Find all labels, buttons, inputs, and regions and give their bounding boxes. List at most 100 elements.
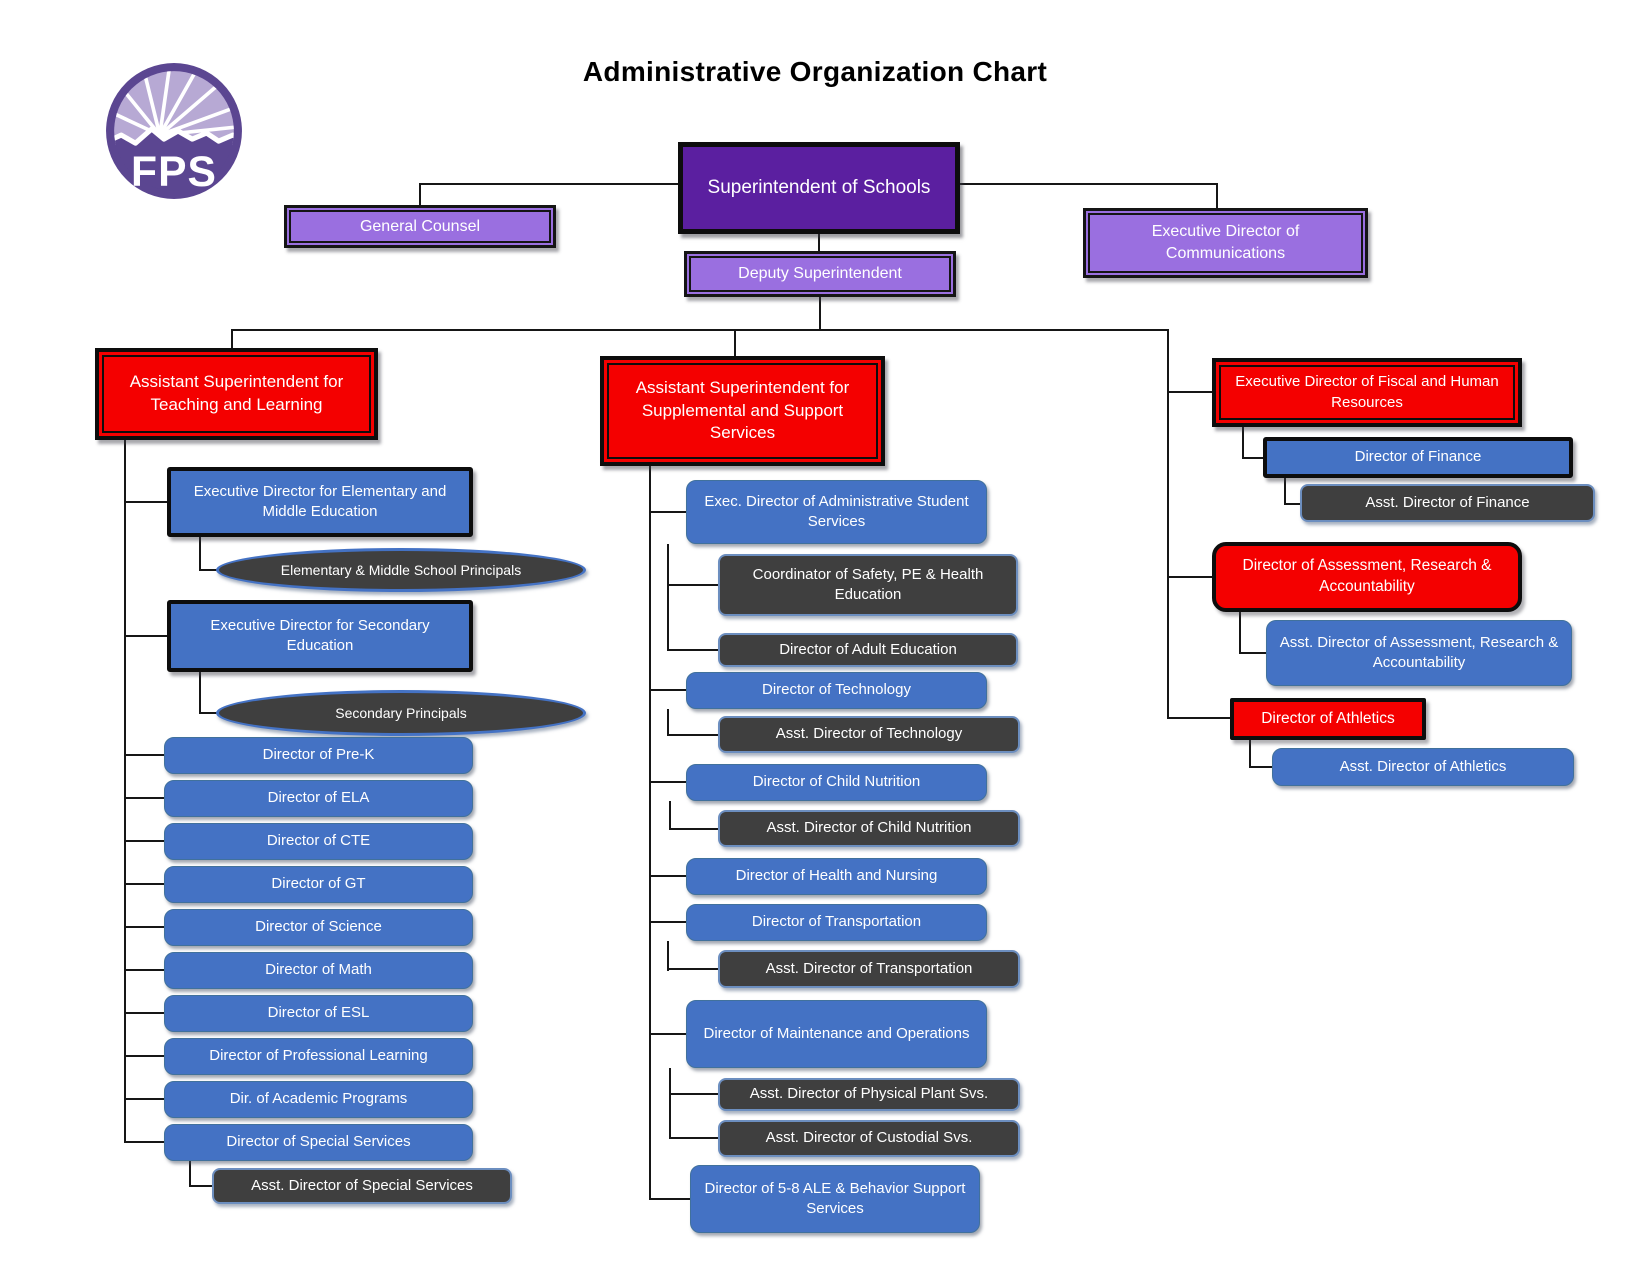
node-director-ela: Director of ELA [164,780,473,817]
node-general-counsel: General Counsel [284,205,556,248]
node-asst-director-technology: Asst. Director of Technology [718,716,1020,753]
connector-line [125,969,164,971]
connector-line [125,840,164,842]
connector-line [1249,766,1272,768]
node-exec-director-administrative-student-services: Exec. Director of Administrative Student… [686,480,987,544]
node-asst-director-child-nutrition: Asst. Director of Child Nutrition [718,810,1020,847]
connector-line [189,1161,191,1187]
node-director-esl: Director of ESL [164,995,473,1032]
node-secondary-principals: Secondary Principals [216,690,586,736]
logo-text: FPS [131,148,217,196]
node-director-science: Director of Science [164,909,473,946]
node-director-adult-education: Director of Adult Education [718,633,1018,667]
node-asst-director-physical-plant: Asst. Director of Physical Plant Svs. [718,1078,1020,1111]
node-asst-director-special-services: Asst. Director of Special Services [212,1168,512,1204]
connector-line [125,635,167,637]
connector-line [124,440,126,1143]
connector-line [125,1012,164,1014]
node-director-assessment-research-accountability: Director of Assessment, Research & Accou… [1212,542,1522,612]
connector-line [125,1141,164,1143]
node-asst-director-assessment-research-accountability: Asst. Director of Assessment, Research &… [1266,620,1572,686]
node-director-athletics: Director of Athletics [1230,698,1426,740]
connector-line [649,1033,686,1035]
connector-line [1168,391,1212,393]
connector-line [649,921,686,923]
node-director-academic-programs: Dir. of Academic Programs [164,1081,473,1118]
page-title: Administrative Organization Chart [582,56,1048,87]
connector-line [667,544,669,651]
connector-line [669,1093,718,1095]
node-director-professional-learning: Director of Professional Learning [164,1038,473,1075]
node-asst-director-transportation: Asst. Director of Transportation [718,950,1020,988]
node-director-pre-k: Director of Pre-K [164,737,473,774]
node-director-math: Director of Math [164,952,473,989]
node-exec-director-fiscal-human-resources: Executive Director of Fiscal and Human R… [1212,358,1522,427]
node-asst-superintendent-teaching-learning: Assistant Superintendent for Teaching an… [95,348,378,440]
connector-line [667,941,669,971]
node-director-5-8-ale-behavior: Director of 5-8 ALE & Behavior Support S… [690,1165,980,1233]
connector-line [669,801,671,830]
connector-line [199,672,201,714]
connector-line [199,537,201,571]
node-director-health-nursing: Director of Health and Nursing [686,858,987,895]
connector-line [818,234,820,251]
node-director-child-nutrition: Director of Child Nutrition [686,764,987,801]
connector-line [199,569,217,571]
connector-line [667,709,669,736]
connector-line [1216,183,1218,208]
connector-line [125,1055,164,1057]
connector-line [734,329,736,356]
node-asst-director-custodial: Asst. Director of Custodial Svs. [718,1120,1020,1157]
connector-line [649,689,686,691]
node-exec-director-secondary: Executive Director for Secondary Educati… [167,600,473,672]
node-asst-superintendent-supplemental-support: Assistant Superintendent for Supplementa… [600,356,885,466]
connector-line [669,1068,671,1139]
connector-line [125,883,164,885]
fps-logo: FPS [106,63,242,199]
node-exec-director-elementary-middle: Executive Director for Elementary and Mi… [167,467,473,537]
connector-line [649,1198,690,1200]
connector-line [667,649,718,651]
node-director-transportation: Director of Transportation [686,904,987,941]
connector-line [420,183,678,185]
connector-line [199,712,217,714]
connector-line [1284,503,1300,505]
connector-line [125,501,167,503]
connector-line [1242,427,1244,459]
node-exec-director-communications: Executive Director of Communications [1083,208,1368,278]
connector-line [125,754,164,756]
connector-line [667,968,718,970]
connector-line [649,875,686,877]
connector-line [1239,652,1266,654]
node-director-special-services: Director of Special Services [164,1124,473,1161]
connector-line [649,781,686,783]
connector-line [419,183,421,205]
connector-line [1249,740,1251,768]
node-superintendent: Superintendent of Schools [678,142,960,234]
node-asst-director-finance: Asst. Director of Finance [1300,484,1595,522]
node-asst-director-athletics: Asst. Director of Athletics [1272,748,1574,786]
connector-line [231,329,233,348]
node-deputy-superintendent: Deputy Superintendent [684,251,956,297]
node-director-gt: Director of GT [164,866,473,903]
connector-line [189,1185,213,1187]
connector-line [125,1098,164,1100]
node-director-cte: Director of CTE [164,823,473,860]
connector-line [1168,576,1212,578]
connector-line [1242,457,1263,459]
connector-line [669,828,718,830]
node-director-maintenance-operations: Director of Maintenance and Operations [686,1000,987,1068]
connector-line [125,926,164,928]
connector-line [819,297,821,331]
connector-line [649,511,686,513]
node-coordinator-safety-pe-health: Coordinator of Safety, PE & Health Educa… [718,554,1018,616]
connector-line [667,734,718,736]
node-director-technology: Director of Technology [686,672,987,709]
connector-line [960,183,1217,185]
node-director-finance: Director of Finance [1263,437,1573,478]
connector-line [125,797,164,799]
node-elementary-middle-principals: Elementary & Middle School Principals [216,548,586,592]
connector-line [667,584,718,586]
connector-line [232,329,1168,331]
